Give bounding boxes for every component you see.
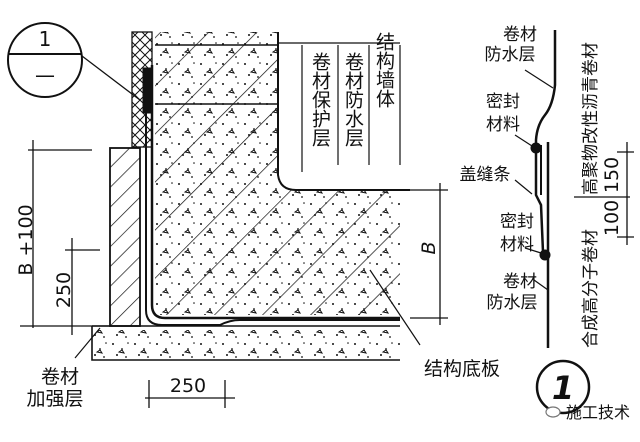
label-structural-wall: 结构墙体 (373, 32, 395, 108)
dim-150: 150 (601, 157, 623, 193)
label-seal-bottom-1: 密封 (500, 212, 534, 232)
dim-250-vertical: 250 (53, 272, 75, 308)
label-bottom-membrane-1: 卷材 (503, 272, 537, 292)
leader-line (74, 327, 101, 359)
leader-line (369, 269, 421, 346)
label-seal-top-2: 材料 (486, 115, 520, 135)
seam-detail (514, 30, 634, 348)
figure-number-text: 1 (552, 369, 574, 407)
detail-marker: 1 — (7, 22, 141, 101)
label-cover-strip: 盖缝条 (460, 165, 511, 185)
structural-wall (155, 32, 410, 315)
dimension-250-horizontal: 250 (145, 375, 235, 408)
marker-bottom: — (35, 63, 55, 87)
label-membrane-protection: 卷材保护层 (309, 52, 331, 147)
watermark: 施工技术 (545, 403, 630, 422)
label-membrane-layer: 卷材防水层 (342, 52, 364, 147)
base-cushion (91, 325, 400, 361)
label-seal-top-1: 密封 (486, 92, 520, 112)
wechat-icon (545, 406, 561, 418)
label-base-slab: 结构底板 (424, 358, 500, 380)
figure-number: 1 (535, 359, 591, 415)
layer-labels: 结构墙体 卷材防水层 卷材保护层 (278, 32, 401, 172)
label-reinforce-2: 加强层 (26, 388, 83, 410)
protective-brick-wall (109, 147, 141, 327)
dimension-b-plus-100: B +100 (15, 140, 110, 328)
label-top-membrane-1: 卷材 (503, 25, 537, 45)
label-bottom-membrane-2: 防水层 (487, 293, 538, 313)
label-top-membrane-2: 防水层 (485, 45, 536, 65)
leader-line (81, 55, 141, 101)
marker-top: 1 (39, 27, 52, 51)
membrane (142, 65, 400, 326)
label-reinforce-1: 卷材 (41, 366, 79, 388)
label-modified-asphalt: 高聚物改性沥青卷材 (581, 42, 601, 195)
label-polymer-membrane: 合成高分子卷材 (581, 229, 601, 348)
dim-b-plus-100: B +100 (15, 204, 37, 275)
dim-250-horizontal: 250 (170, 375, 206, 397)
dim-b: B (418, 241, 440, 254)
label-seal-bottom-2: 材料 (500, 235, 534, 255)
dimension-b: B (410, 183, 448, 325)
dim-100: 100 (601, 200, 623, 236)
watermark-text: 施工技术 (566, 403, 630, 422)
dimension-250-vertical: 250 (53, 238, 100, 335)
